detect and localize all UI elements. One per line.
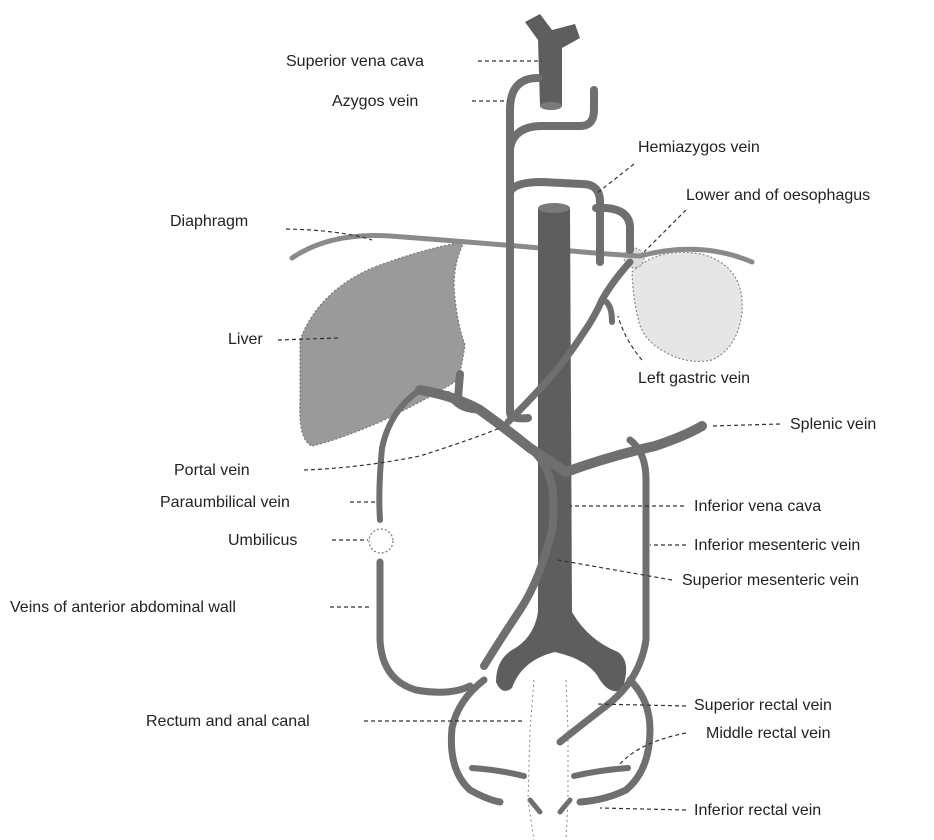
inferior-rectal-left bbox=[530, 800, 540, 812]
splenic-vein bbox=[566, 426, 702, 472]
label-inferior-rectal-vein: Inferior rectal vein bbox=[694, 802, 821, 819]
inferior-mesenteric-vein bbox=[560, 440, 646, 742]
superior-vena-cava-shape bbox=[525, 14, 580, 106]
rectal-vein-right-middle bbox=[574, 768, 628, 776]
label-superior-vena-cava: Superior vena cava bbox=[286, 53, 424, 70]
umbilicus-circle bbox=[369, 529, 393, 553]
label-paraumbilical-vein: Paraumbilical vein bbox=[160, 494, 290, 511]
label-veins-anterior-abdominal-wall: Veins of anterior abdominal wall bbox=[10, 599, 236, 616]
label-liver: Liver bbox=[228, 331, 263, 348]
portal-branch-up bbox=[458, 374, 460, 398]
label-superior-rectal-vein: Superior rectal vein bbox=[694, 697, 832, 714]
anal-canal-outline bbox=[566, 680, 568, 840]
label-azygos-vein: Azygos vein bbox=[332, 93, 418, 110]
label-lower-end-oesophagus: Lower and of oesophagus bbox=[686, 187, 870, 204]
label-superior-mesenteric-vein: Superior mesenteric vein bbox=[682, 572, 859, 589]
rectal-vein-left bbox=[451, 680, 500, 802]
label-portal-vein: Portal vein bbox=[174, 462, 250, 479]
liver-shape bbox=[300, 242, 465, 446]
label-hemiazygos-vein: Hemiazygos vein bbox=[638, 139, 760, 156]
label-splenic-vein: Splenic vein bbox=[790, 416, 876, 433]
label-rectum-anal-canal: Rectum and anal canal bbox=[146, 713, 310, 730]
svc-bottom-opening bbox=[540, 102, 562, 110]
inferior-rectal-right bbox=[560, 800, 570, 812]
label-diaphragm: Diaphragm bbox=[170, 213, 248, 230]
label-left-gastric-vein: Left gastric vein bbox=[638, 370, 750, 387]
label-middle-rectal-vein: Middle rectal vein bbox=[706, 725, 831, 742]
label-inferior-vena-cava: Inferior vena cava bbox=[694, 498, 821, 515]
label-umbilicus: Umbilicus bbox=[228, 532, 297, 549]
left-gastric-branch bbox=[602, 300, 612, 322]
stomach-shape bbox=[632, 252, 742, 361]
rectal-vein-left-middle bbox=[472, 768, 524, 776]
label-inferior-mesenteric-vein: Inferior mesenteric vein bbox=[694, 537, 860, 554]
rectum-outline bbox=[528, 680, 534, 840]
anterior-abdominal-wall-veins bbox=[380, 562, 470, 692]
ivc-top-opening bbox=[538, 203, 570, 213]
